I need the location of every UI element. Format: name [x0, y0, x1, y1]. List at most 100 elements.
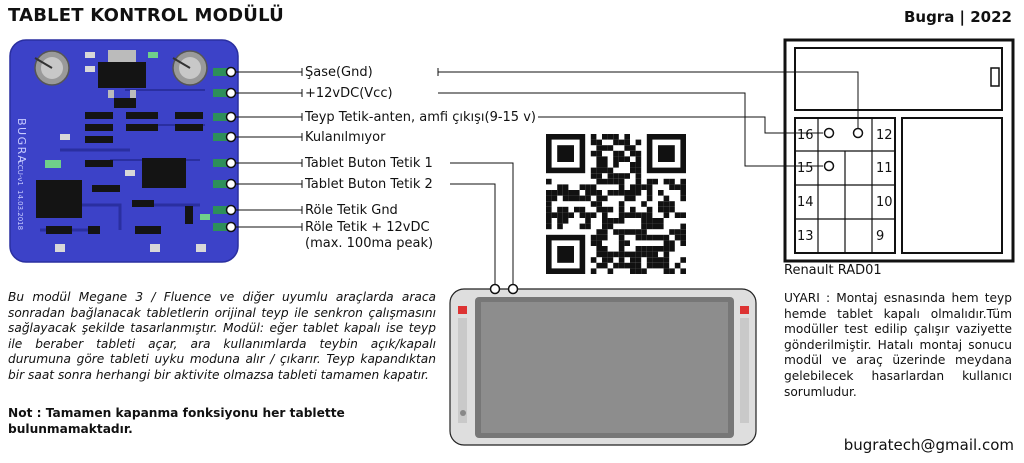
- connector-pin-12: 12: [876, 128, 893, 143]
- qr-module: [607, 190, 614, 196]
- qr-module: [607, 218, 614, 224]
- qr-module: [613, 262, 619, 269]
- qr-module: [590, 150, 597, 157]
- qr-module: [624, 173, 630, 179]
- wire-tablet-button-1: [450, 162, 514, 284]
- qr-module: [602, 162, 608, 168]
- qr-module: [613, 251, 619, 258]
- qr-module: [613, 139, 619, 146]
- qr-module: [646, 262, 653, 269]
- pin-terminal: [225, 221, 237, 233]
- qr-module: [635, 150, 642, 157]
- qr-module: [585, 184, 591, 190]
- qr-module: [630, 206, 636, 213]
- qr-module: [590, 184, 597, 190]
- qr-module: [635, 190, 642, 196]
- description-text: Bu modül Megane 3 / Fluence ve diğer uyu…: [8, 290, 436, 382]
- qr-module: [635, 229, 642, 235]
- pin-pad: [213, 89, 227, 97]
- qr-module: [557, 190, 563, 196]
- qr-module: [596, 139, 602, 146]
- qr-module: [652, 262, 658, 269]
- qr-module: [618, 206, 625, 213]
- qr-module: [669, 184, 675, 190]
- pin-pad: [213, 159, 227, 167]
- qr-module: [635, 178, 642, 185]
- qr-module: [669, 206, 675, 213]
- qr-module: [680, 240, 686, 246]
- qr-module: [635, 184, 642, 190]
- pin-label-unused: Kulanılmıyor: [305, 130, 386, 145]
- qr-module: [602, 229, 608, 235]
- qr-module: [641, 229, 647, 235]
- qr-module: [585, 195, 591, 202]
- qr-module: [646, 184, 653, 190]
- qr-module: [635, 139, 642, 146]
- qr-module: [618, 212, 625, 218]
- qr-module: [680, 184, 686, 190]
- qr-module: [635, 268, 642, 274]
- qr-module: [613, 229, 619, 235]
- qr-module: [635, 251, 642, 258]
- qr-module: [663, 234, 670, 241]
- qr-module: [579, 212, 586, 218]
- qr-module: [596, 190, 602, 196]
- qr-module: [630, 167, 636, 174]
- qr-finder-core: [557, 246, 574, 263]
- qr-module: [596, 145, 602, 151]
- qr-module: [669, 201, 675, 207]
- qr-module: [680, 229, 686, 235]
- qr-module: [602, 167, 608, 174]
- qr-module: [590, 201, 597, 207]
- qr-module: [618, 139, 625, 146]
- page-title: TABLET KONTROL MODÜLÜ: [8, 5, 284, 26]
- pin-label-relay-12v: Röle Tetik + 12vDC: [305, 220, 430, 235]
- qr-module: [596, 229, 602, 235]
- pin-label-relay-gnd: Röle Tetik Gnd: [305, 203, 398, 218]
- wire-ground: [438, 71, 859, 128]
- qr-module: [641, 201, 647, 207]
- pin-label-ground: Şase(Gnd): [305, 65, 373, 80]
- qr-module: [630, 212, 636, 218]
- qr-module: [596, 173, 602, 179]
- qr-module: [590, 240, 597, 246]
- qr-module: [641, 234, 647, 241]
- qr-module: [546, 190, 552, 196]
- qr-module: [680, 257, 686, 263]
- qr-module: [562, 184, 569, 190]
- qr-module: [652, 178, 658, 185]
- connector-pin-15: 15: [797, 161, 814, 176]
- qr-module: [658, 246, 664, 252]
- qr-module: [674, 262, 681, 269]
- qr-module: [618, 240, 625, 246]
- qr-module: [674, 212, 681, 218]
- qr-module: [624, 190, 630, 196]
- qr-module: [652, 223, 658, 230]
- qr-module: [641, 251, 647, 258]
- qr-module: [607, 178, 614, 185]
- qr-module: [574, 206, 580, 213]
- wire-terminal: [852, 127, 864, 139]
- qr-module: [680, 212, 686, 218]
- qr-module: [596, 201, 602, 207]
- qr-module: [630, 262, 636, 269]
- renault-connector: [783, 38, 1015, 263]
- qr-module: [596, 262, 602, 269]
- pin-terminal: [225, 157, 237, 169]
- qr-module: [630, 257, 636, 263]
- qr-module: [669, 240, 675, 246]
- qr-module: [546, 223, 552, 230]
- qr-module: [585, 190, 591, 196]
- qr-module: [658, 223, 664, 230]
- qr-module: [674, 234, 681, 241]
- qr-module: [613, 218, 619, 224]
- pin-terminal: [225, 111, 237, 123]
- qr-module: [641, 212, 647, 218]
- qr-module: [630, 150, 636, 157]
- silk-brand: BUGRA: [15, 118, 28, 164]
- qr-module: [669, 178, 675, 185]
- qr-module: [635, 156, 642, 162]
- qr-module: [641, 246, 647, 252]
- qr-module: [646, 195, 653, 202]
- qr-module: [551, 190, 558, 196]
